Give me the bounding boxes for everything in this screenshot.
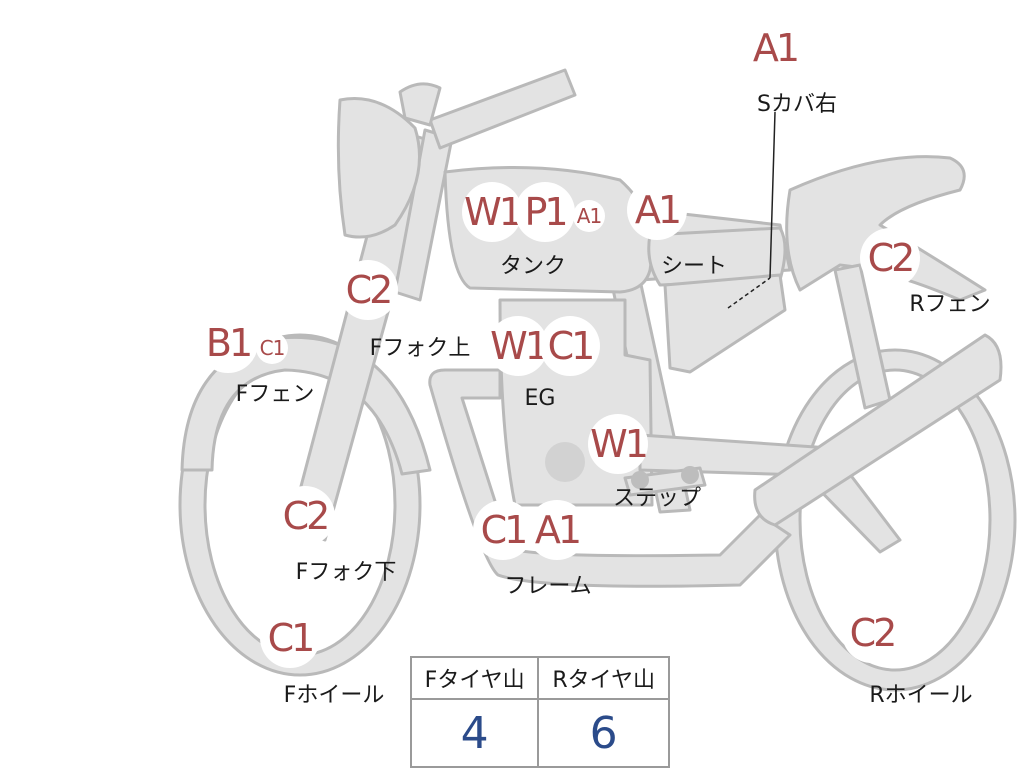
front-fork	[288, 128, 437, 542]
part-badge: P1	[515, 182, 575, 242]
footpeg-knob-right	[681, 466, 699, 484]
part-badge: W1	[588, 414, 649, 474]
label-step: ステップ	[612, 486, 702, 511]
label-eg: EG	[524, 386, 556, 411]
part-badge: C1	[260, 608, 320, 668]
part-badge: C1	[473, 500, 533, 560]
side-cover	[663, 273, 787, 374]
engine-cover	[545, 442, 585, 482]
muffler	[753, 333, 1003, 527]
handlebar	[428, 68, 577, 150]
label-r-wheel: Rホイール	[869, 683, 973, 708]
table-value-front-tire: 4	[409, 698, 540, 768]
mirror	[398, 82, 442, 127]
part-badge: A1	[745, 18, 805, 78]
part-badge: C2	[338, 260, 398, 320]
label-frame: フレーム	[504, 574, 592, 599]
part-badge: C1	[540, 316, 600, 376]
headlight	[336, 97, 421, 239]
tire-tread-table: Fタイヤ山 Rタイヤ山 4 6	[409, 656, 670, 768]
table-header-rear-tire: Rタイヤ山	[537, 656, 670, 700]
leader-line	[769, 111, 776, 279]
part-badge: W1	[462, 182, 523, 242]
part-badge: C2	[860, 228, 920, 288]
label-r-fender: Rフェン	[909, 292, 991, 317]
table-header-front-tire: Fタイヤ山	[409, 656, 540, 700]
table-value-rear-tire: 6	[537, 698, 670, 768]
leader-line-dashed	[727, 277, 771, 309]
footpeg-knob-left	[631, 471, 649, 489]
part-badge: C2	[842, 603, 902, 663]
label-seat: シート	[660, 254, 728, 279]
part-badge: B1	[198, 313, 258, 373]
label-f-fork-lower: Fフォク下	[295, 560, 397, 585]
label-f-fender: Fフェン	[235, 382, 315, 407]
part-badge: A1	[527, 500, 587, 560]
label-s-cover-right: Sカバ右	[757, 92, 837, 117]
label-tank: タンク	[499, 254, 567, 279]
part-badge: A1	[573, 200, 605, 232]
part-badge: C2	[275, 486, 335, 546]
label-f-fork-upper: Fフォク上	[369, 336, 471, 361]
part-badge: A1	[627, 180, 687, 240]
part-badge: C1	[256, 332, 288, 364]
part-badge: W1	[488, 316, 549, 376]
label-f-wheel: Fホイール	[283, 683, 385, 708]
